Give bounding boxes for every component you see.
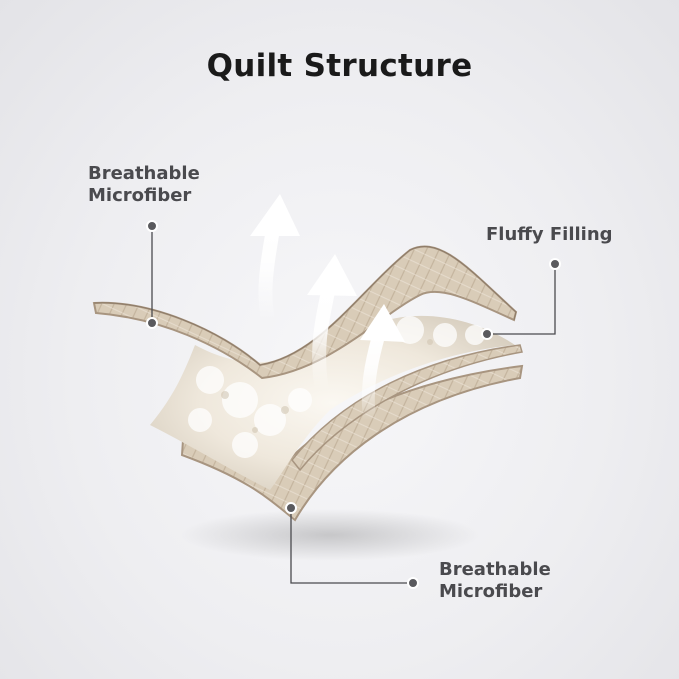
fluffy-filling-layer	[150, 315, 515, 490]
airflow-arrow-1	[250, 194, 300, 327]
ground-shadow	[180, 509, 480, 561]
lower-fabric-edge	[291, 344, 523, 472]
label-bottom-microfiber: Breathable Microfiber	[439, 559, 551, 603]
label-top-microfiber: Breathable Microfiber	[88, 163, 200, 207]
label-fluffy-filling: Fluffy Filling	[486, 224, 613, 245]
label-top-line1: Breathable	[88, 163, 200, 184]
airflow-arrow-3	[360, 304, 405, 427]
top-microfiber-layer	[92, 245, 518, 380]
label-top-line2: Microfiber	[88, 185, 192, 206]
callout-top-microfiber	[146, 220, 158, 329]
label-bottom-line2: Microfiber	[439, 581, 543, 602]
label-bottom-line1: Breathable	[439, 559, 551, 580]
callout-bottom-microfiber	[285, 502, 419, 589]
airflow-arrow-2	[307, 254, 357, 397]
callout-fluffy-filling	[481, 258, 561, 340]
page-title: Quilt Structure	[206, 48, 473, 84]
